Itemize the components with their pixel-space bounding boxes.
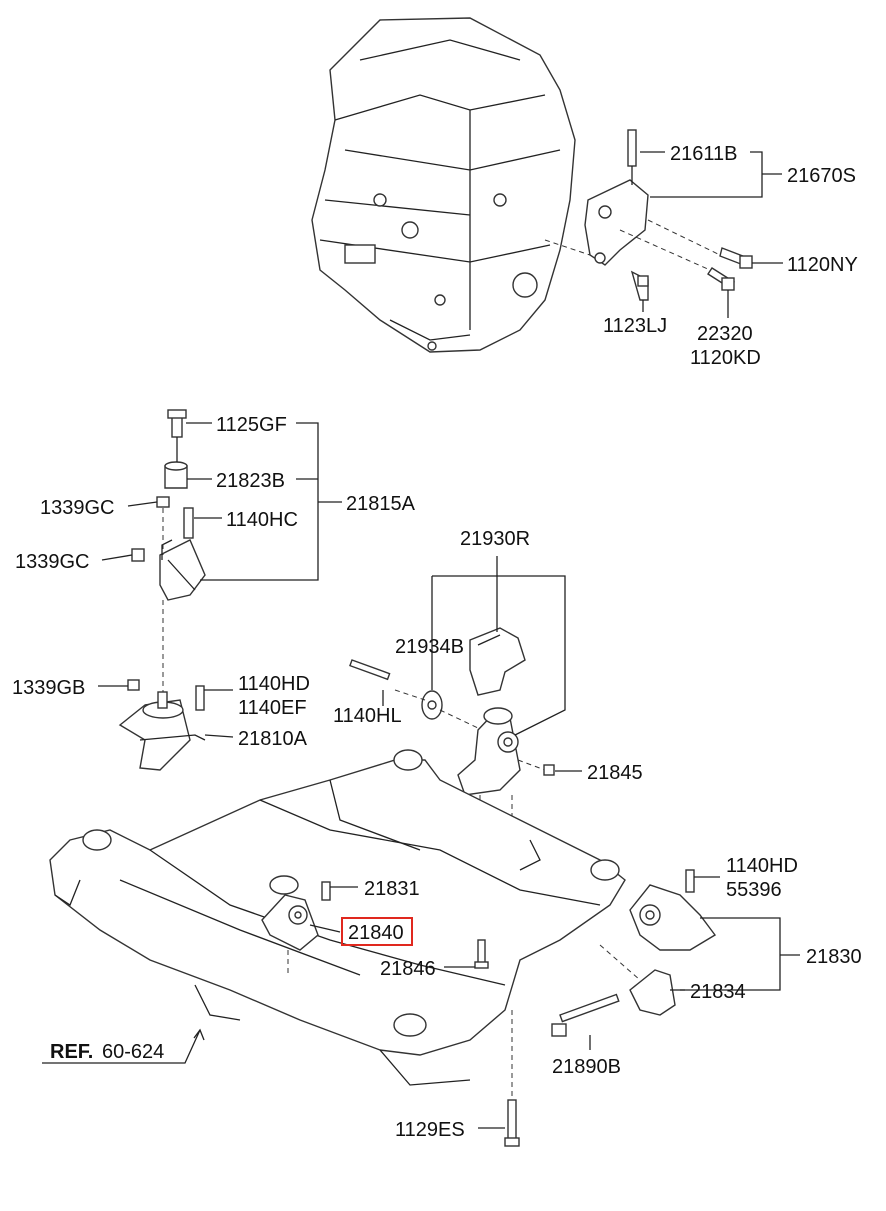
- label-1140HD-upper[interactable]: 1140HD: [238, 673, 310, 695]
- label-1140HC[interactable]: 1140HC: [226, 509, 298, 531]
- label-1339GC-lower[interactable]: 1339GC: [15, 551, 90, 573]
- label-21670S[interactable]: 21670S: [787, 165, 856, 187]
- label-55396[interactable]: 55396: [726, 879, 782, 901]
- label-21934B[interactable]: 21934B: [395, 636, 464, 658]
- mount-21810A-drawing: [118, 679, 206, 771]
- mount-21815A-drawing: [131, 409, 206, 700]
- label-1339GB[interactable]: 1339GB: [12, 677, 85, 699]
- label-1125GF[interactable]: 1125GF: [216, 414, 287, 436]
- label-1140EF[interactable]: 1140EF: [238, 697, 307, 719]
- label-21845[interactable]: 21845: [587, 762, 643, 784]
- label-1140HD-lower[interactable]: 1140HD: [726, 855, 798, 877]
- label-21611B[interactable]: 21611B: [670, 143, 737, 165]
- label-1120NY[interactable]: 1120NY: [787, 254, 858, 276]
- bolt-1129ES-drawing: [504, 1010, 520, 1147]
- label-21834[interactable]: 21834: [690, 981, 746, 1003]
- label-21830[interactable]: 21830: [806, 946, 862, 968]
- label-21810A[interactable]: 21810A: [238, 728, 308, 750]
- label-21890B[interactable]: 21890B: [552, 1056, 621, 1078]
- highlight-box-21840: [341, 917, 413, 946]
- label-22320[interactable]: 22320: [697, 323, 753, 345]
- label-ref-number[interactable]: 60-624: [102, 1041, 164, 1063]
- label-21831[interactable]: 21831: [364, 878, 420, 900]
- leader-lines: [42, 151, 800, 1129]
- label-1123LJ[interactable]: 1123LJ: [603, 315, 667, 337]
- label-1120KD[interactable]: 1120KD: [690, 347, 761, 369]
- label-1129ES[interactable]: 1129ES: [395, 1119, 465, 1141]
- mount-21830-drawing: [551, 869, 717, 1037]
- mount-21930R-drawing: [349, 627, 555, 880]
- label-21846[interactable]: 21846: [380, 958, 436, 980]
- label-21930R[interactable]: 21930R: [460, 528, 530, 550]
- part-labels: 21611B 21670S 1120NY 1123LJ 22320 1120KD…: [12, 143, 862, 1141]
- label-21815A[interactable]: 21815A: [346, 493, 416, 515]
- engine-block-drawing: [311, 17, 576, 353]
- label-21823B[interactable]: 21823B: [216, 470, 285, 492]
- label-1339GC-upper[interactable]: 1339GC: [40, 497, 115, 519]
- bolt-21846-drawing: [474, 939, 489, 969]
- label-ref-prefix: REF.: [50, 1041, 93, 1063]
- subframe-drawing: [49, 749, 626, 1086]
- mount-21840-drawing: [261, 875, 331, 975]
- label-21840[interactable]: 21840: [348, 922, 404, 944]
- label-1140HL[interactable]: 1140HL: [333, 705, 402, 727]
